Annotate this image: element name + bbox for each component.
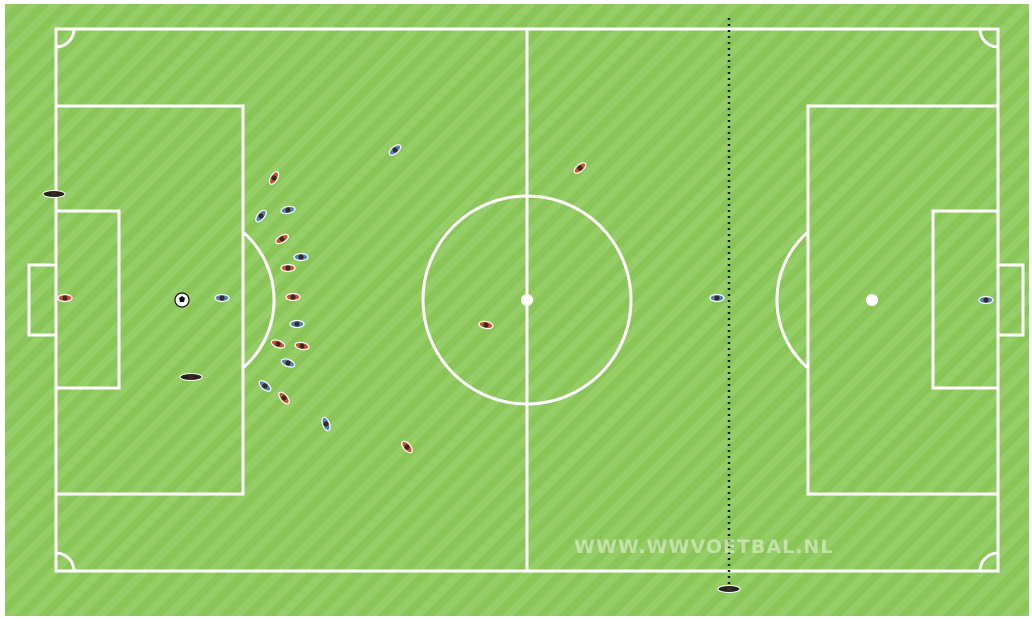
red-player xyxy=(277,390,291,405)
red-player xyxy=(281,265,295,272)
blue-player xyxy=(710,295,724,302)
blue-player xyxy=(280,357,296,368)
referee xyxy=(718,586,740,593)
red-player xyxy=(478,320,493,329)
red-player xyxy=(58,295,72,302)
red-player xyxy=(267,170,280,186)
red-player xyxy=(274,232,290,245)
soccer-ball-icon xyxy=(175,293,189,307)
blue-player xyxy=(257,379,272,393)
referee xyxy=(43,191,65,198)
blue-player xyxy=(294,254,308,261)
red-player xyxy=(294,341,309,350)
watermark-text: WWW.WWVOETBAL.NL xyxy=(574,536,954,558)
blue-player xyxy=(280,205,295,214)
red-player xyxy=(270,338,286,349)
blue-player xyxy=(320,416,331,432)
blue-player xyxy=(979,297,993,304)
blue-player xyxy=(215,295,229,302)
blue-player xyxy=(387,143,402,157)
red-player xyxy=(286,294,300,301)
red-player xyxy=(400,439,414,454)
blue-player xyxy=(254,208,268,223)
red-player xyxy=(572,161,587,175)
referee xyxy=(180,374,202,381)
blue-player xyxy=(290,321,304,328)
